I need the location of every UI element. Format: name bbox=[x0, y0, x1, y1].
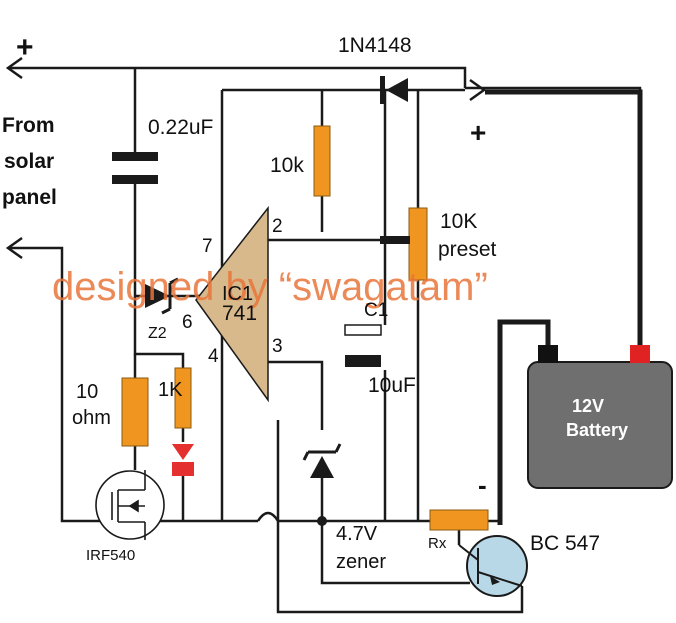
battery-12v bbox=[527, 345, 673, 489]
arrow-plus-left bbox=[5, 56, 23, 80]
label-1k: 1K bbox=[158, 379, 183, 401]
opamp-741 bbox=[195, 205, 269, 403]
preset-10k bbox=[380, 207, 428, 281]
arrow-minus-left bbox=[5, 236, 23, 260]
label-rx: Rx bbox=[428, 535, 447, 552]
label-minus: - bbox=[478, 470, 487, 500]
wire-pin3 bbox=[268, 360, 324, 430]
label-preset: preset bbox=[438, 238, 497, 261]
zener-47v bbox=[302, 443, 342, 478]
wire-diode-out bbox=[465, 86, 642, 345]
wire-top-rail bbox=[8, 66, 467, 88]
mosfet-irf540 bbox=[95, 470, 165, 540]
wire-pin7 bbox=[220, 88, 465, 521]
label-plus-top: + bbox=[16, 31, 34, 64]
label-pin3: 3 bbox=[272, 336, 283, 357]
label-pin7: 7 bbox=[202, 236, 213, 257]
arrow-plus-right bbox=[469, 78, 487, 102]
lead-battery-positive bbox=[485, 89, 643, 345]
resistor-10ohm bbox=[121, 377, 149, 447]
label-10ohm-a: 10 bbox=[76, 381, 98, 403]
junction-dot bbox=[317, 516, 327, 526]
label-from: From bbox=[2, 114, 55, 137]
label-battery-12v: 12V bbox=[572, 396, 604, 416]
label-ic1: IC1 bbox=[222, 283, 253, 305]
label-z2: Z2 bbox=[148, 325, 167, 342]
watermark: designed by “swagatam” bbox=[52, 265, 488, 309]
label-c1: C1 bbox=[364, 300, 388, 321]
wire-cap-branch bbox=[133, 68, 185, 368]
label-battery: Battery bbox=[566, 420, 628, 440]
label-zener: zener bbox=[336, 551, 386, 573]
label-10k: 10k bbox=[270, 154, 304, 177]
resistor-1k bbox=[174, 367, 192, 429]
led bbox=[172, 444, 194, 476]
transistor-bc547 bbox=[458, 535, 528, 597]
wire-zener bbox=[320, 478, 470, 585]
diode-1n4148 bbox=[380, 76, 408, 104]
resistor-rx bbox=[429, 509, 489, 531]
wire-ground-rail bbox=[256, 511, 430, 523]
label-panel: panel bbox=[2, 186, 57, 209]
label-irf540: IRF540 bbox=[86, 547, 135, 564]
resistor-10k bbox=[313, 125, 331, 197]
lead-battery-negative bbox=[497, 319, 551, 525]
label-cap-top: 0.22uF bbox=[148, 116, 213, 139]
label-diode: 1N4148 bbox=[338, 34, 412, 57]
label-plus-right: + bbox=[470, 117, 486, 148]
label-pin2: 2 bbox=[272, 216, 283, 237]
capacitor-022uf bbox=[112, 152, 158, 184]
zener-z2 bbox=[145, 277, 179, 315]
label-pin4: 4 bbox=[208, 346, 219, 367]
capacitor-c1 bbox=[344, 324, 382, 367]
label-preset-10k: 10K bbox=[440, 210, 477, 233]
label-pin6: 6 bbox=[182, 312, 193, 333]
label-solar: solar bbox=[4, 150, 54, 173]
wire-bc547 bbox=[276, 420, 524, 614]
label-zener-47v: 4.7V bbox=[336, 523, 378, 545]
wires bbox=[5, 56, 642, 614]
label-10uf: 10uF bbox=[368, 374, 416, 397]
label-bc547: BC 547 bbox=[530, 532, 600, 555]
label-10ohm-b: ohm bbox=[72, 407, 111, 429]
label-741: 741 bbox=[222, 302, 257, 325]
